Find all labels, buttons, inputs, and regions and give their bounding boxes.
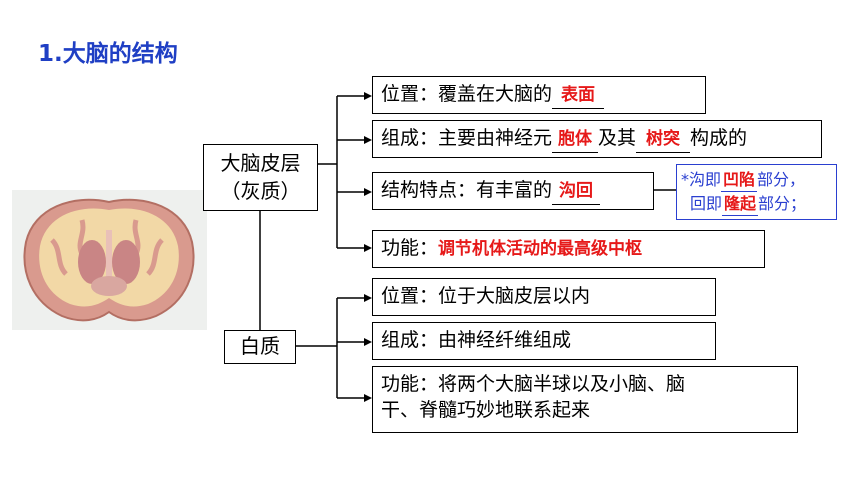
page-title: 1.大脑的结构 bbox=[38, 41, 178, 67]
sulcus-gyrus-note: *沟即凹陷部分， 回即隆起部分； bbox=[676, 164, 837, 220]
note-line2-answer: 隆起 bbox=[722, 192, 759, 216]
white-composition-box: 组成：由神经纤维组成 bbox=[372, 322, 716, 360]
cortex-position-label: 位置：覆盖在大脑的 bbox=[381, 83, 553, 105]
white-composition-text: 组成：由神经纤维组成 bbox=[381, 329, 572, 351]
cortex-feature-label: 结构特点：有丰富的 bbox=[381, 179, 553, 201]
note-line2-suffix: 部分； bbox=[758, 194, 807, 213]
cortex-function-answer: 调节机体活动的最高级中枢 bbox=[438, 239, 643, 259]
note-line1-answer: 凹陷 bbox=[721, 168, 758, 192]
brain-section-image bbox=[12, 190, 207, 330]
cortex-composition-box: 组成：主要由神经元胞体及其树突构成的 bbox=[372, 120, 822, 158]
cortex-composition-answer2: 树突 bbox=[636, 126, 691, 153]
cortex-function-label: 功能： bbox=[381, 237, 439, 259]
cortex-category-label: 大脑皮层 bbox=[220, 151, 301, 175]
note-line2-prefix: 回即 bbox=[690, 194, 723, 213]
cortex-position-answer: 表面 bbox=[552, 82, 605, 109]
white-function-box: 功能：将两个大脑半球以及小脑、脑 干、脊髓巧妙地联系起来 bbox=[372, 366, 798, 433]
white-position-text: 位置：位于大脑皮层以内 bbox=[381, 285, 591, 307]
cortex-feature-box: 结构特点：有丰富的沟回 bbox=[372, 172, 654, 210]
cortex-feature-answer: 沟回 bbox=[552, 178, 601, 205]
cortex-composition-label: 组成：主要由神经元 bbox=[381, 127, 553, 149]
white-matter-category-box: 白质 bbox=[224, 330, 296, 364]
cortex-composition-mid: 及其 bbox=[598, 127, 637, 149]
white-function-line2: 干、脊髓巧妙地联系起来 bbox=[381, 399, 591, 421]
white-matter-category-label: 白质 bbox=[240, 334, 280, 358]
cortex-category-sublabel: （灰质） bbox=[220, 179, 301, 203]
white-function-line1: 功能：将两个大脑半球以及小脑、脑 bbox=[381, 373, 686, 395]
white-position-box: 位置：位于大脑皮层以内 bbox=[372, 278, 716, 316]
note-line1-prefix: *沟即 bbox=[681, 170, 722, 189]
note-line1-suffix: 部分， bbox=[757, 170, 806, 189]
cortex-position-box: 位置：覆盖在大脑的表面 bbox=[372, 76, 706, 114]
cortex-composition-end: 构成的 bbox=[690, 127, 748, 149]
cortex-category-box: 大脑皮层 （灰质） bbox=[203, 144, 318, 211]
cortex-composition-answer1: 胞体 bbox=[552, 126, 599, 153]
cortex-function-box: 功能：调节机体活动的最高级中枢 bbox=[372, 230, 765, 268]
